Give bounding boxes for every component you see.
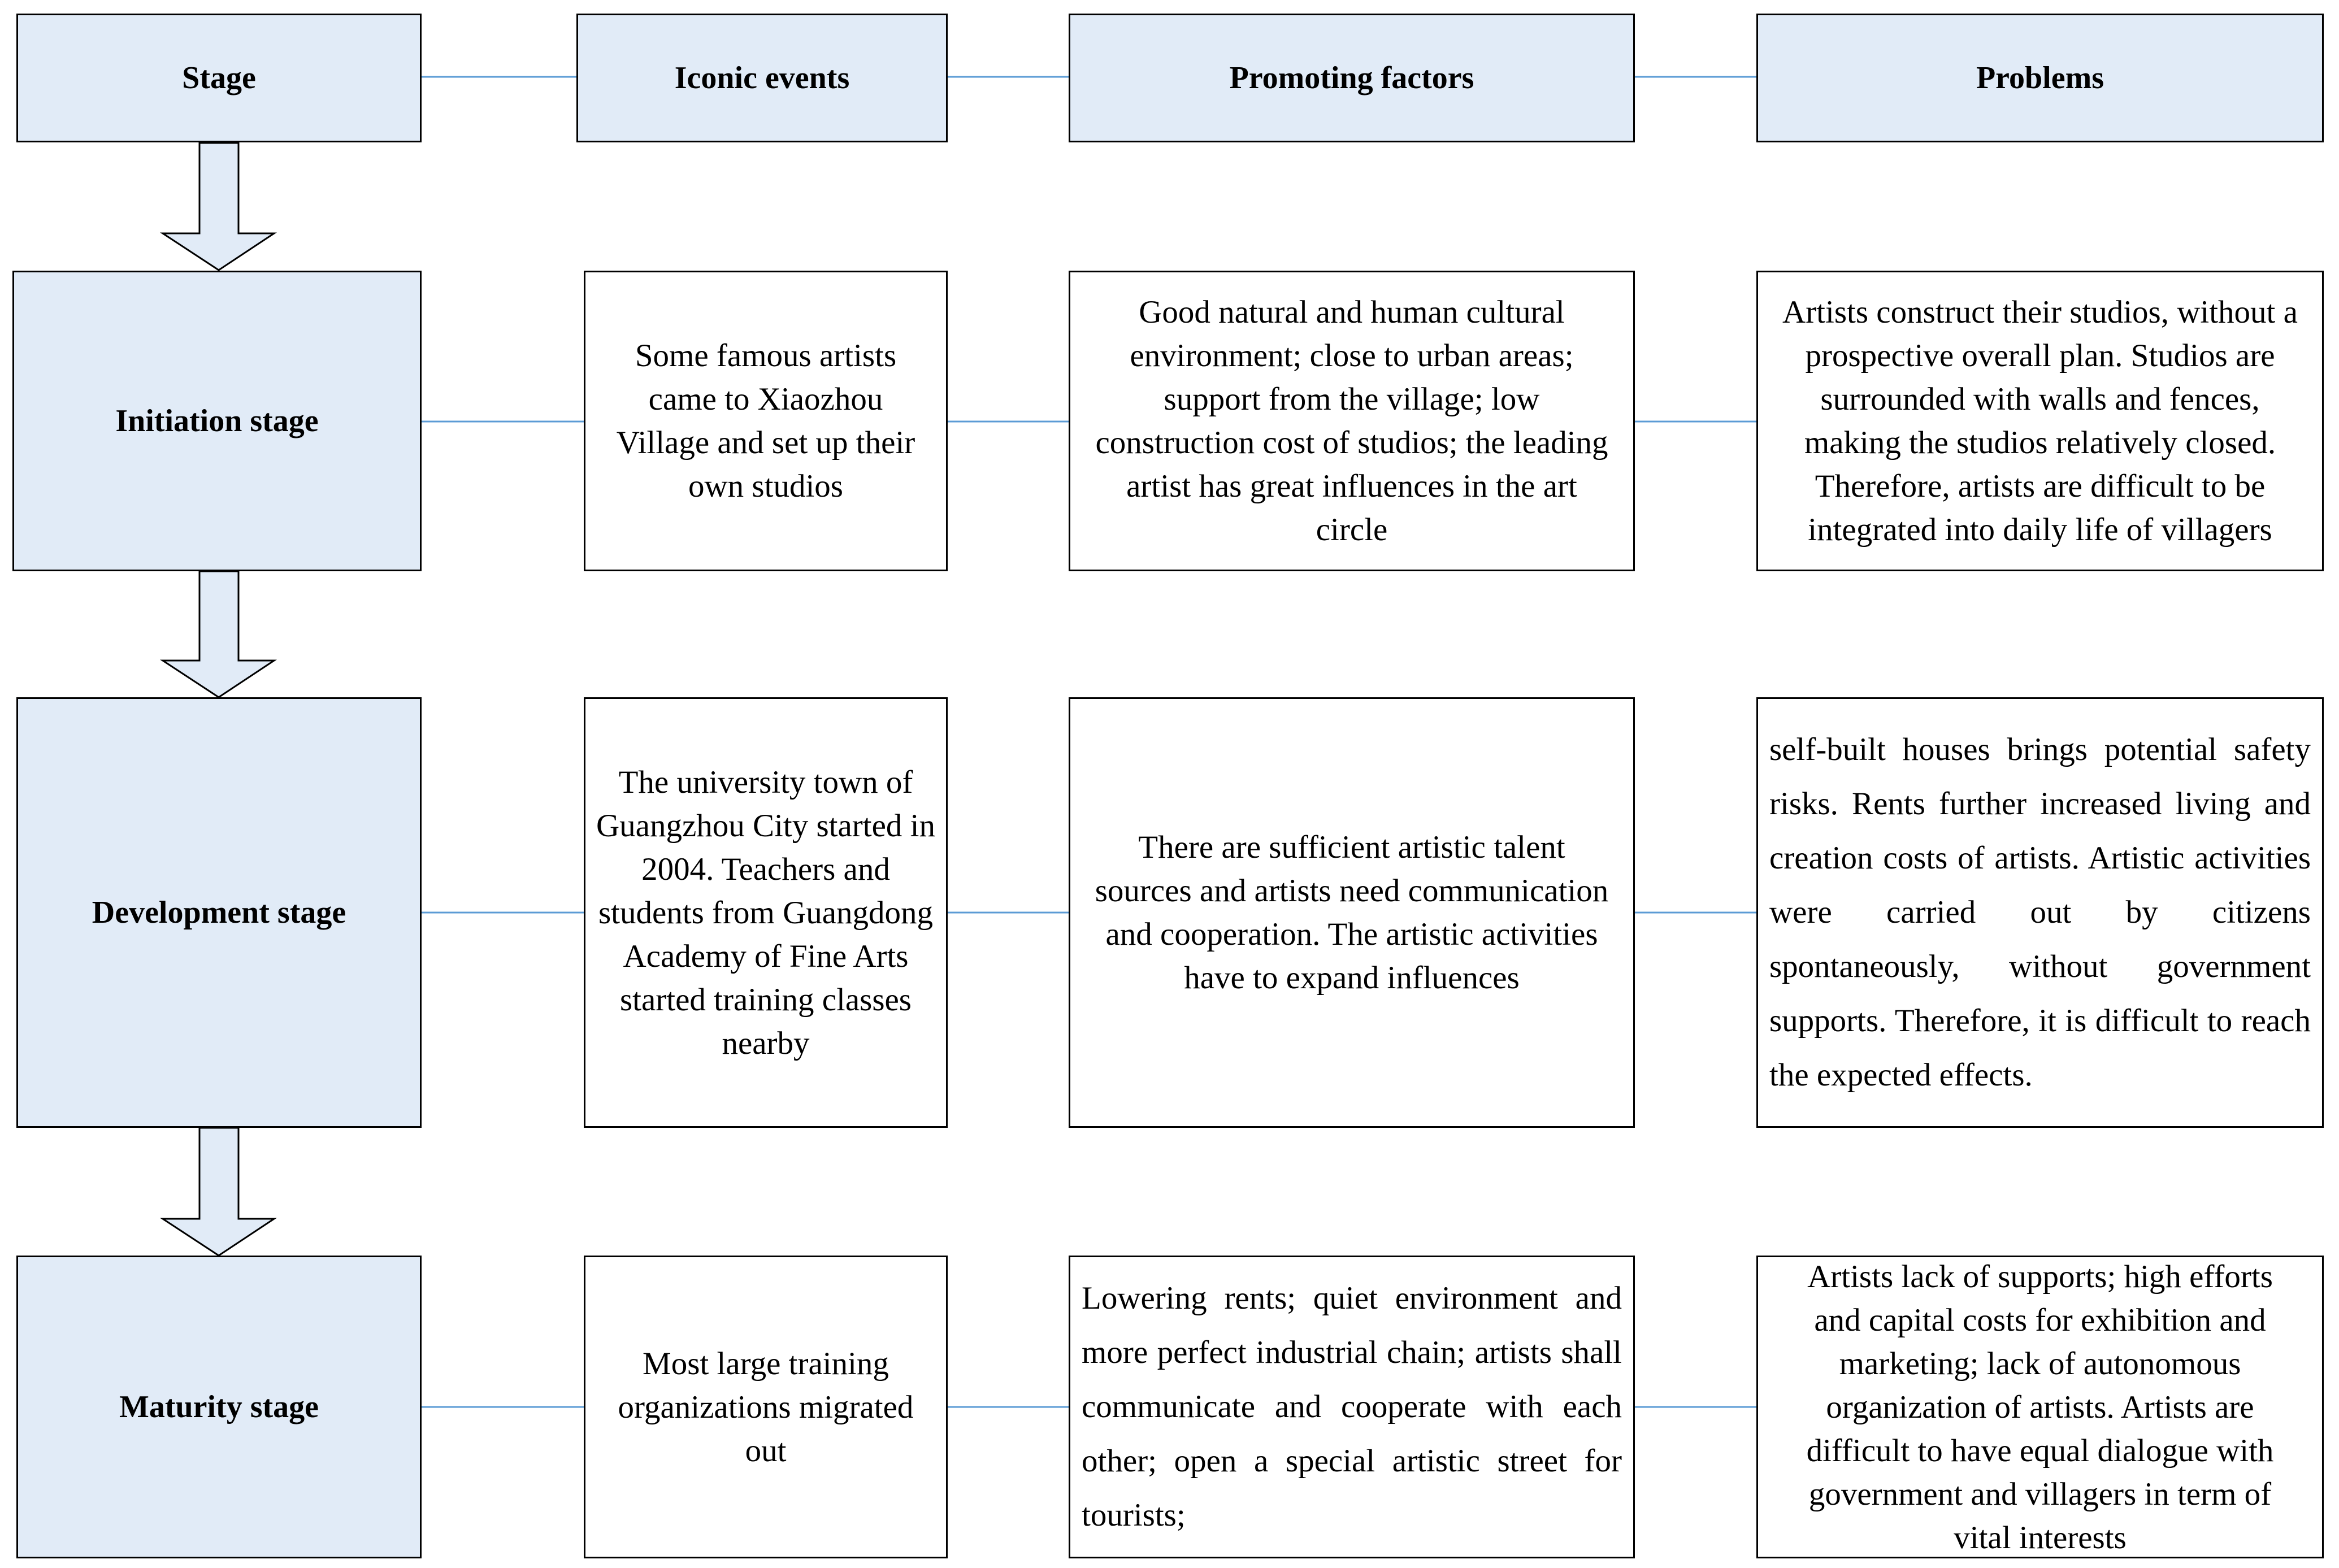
events-maturity: Most large training organizations migrat… [584, 1256, 948, 1558]
events-initiation: Some famous artists came to Xiaozhou Vil… [584, 271, 948, 571]
factors-initiation: Good natural and human cultural environm… [1069, 271, 1635, 571]
events-development: The university town of Guangzhou City st… [584, 697, 948, 1128]
problems-development-text: self-built houses brings potential safet… [1769, 732, 2311, 1093]
stage-maturity: Maturity stage [16, 1256, 422, 1558]
header-promoting-factors: Promoting factors [1069, 14, 1635, 142]
stage-development: Development stage [16, 697, 422, 1128]
down-arrow-icon [159, 142, 277, 271]
factors-maturity: Lowering rents; quiet environment and mo… [1069, 1256, 1635, 1558]
down-arrow-icon [159, 1127, 277, 1257]
header-iconic-events: Iconic events [576, 14, 948, 142]
factors-development: There are sufficient artistic talent sou… [1069, 697, 1635, 1128]
header-stage: Stage [16, 14, 422, 142]
problems-initiation: Artists construct their studios, without… [1756, 271, 2324, 571]
down-arrow-icon [159, 570, 277, 698]
factors-maturity-text: Lowering rents; quiet environment and mo… [1082, 1280, 1622, 1533]
stage-initiation: Initiation stage [12, 271, 422, 571]
problems-maturity: Artists lack of supports; high efforts a… [1756, 1256, 2324, 1558]
problems-development: self-built houses brings potential safet… [1756, 697, 2324, 1128]
header-problems: Problems [1756, 14, 2324, 142]
